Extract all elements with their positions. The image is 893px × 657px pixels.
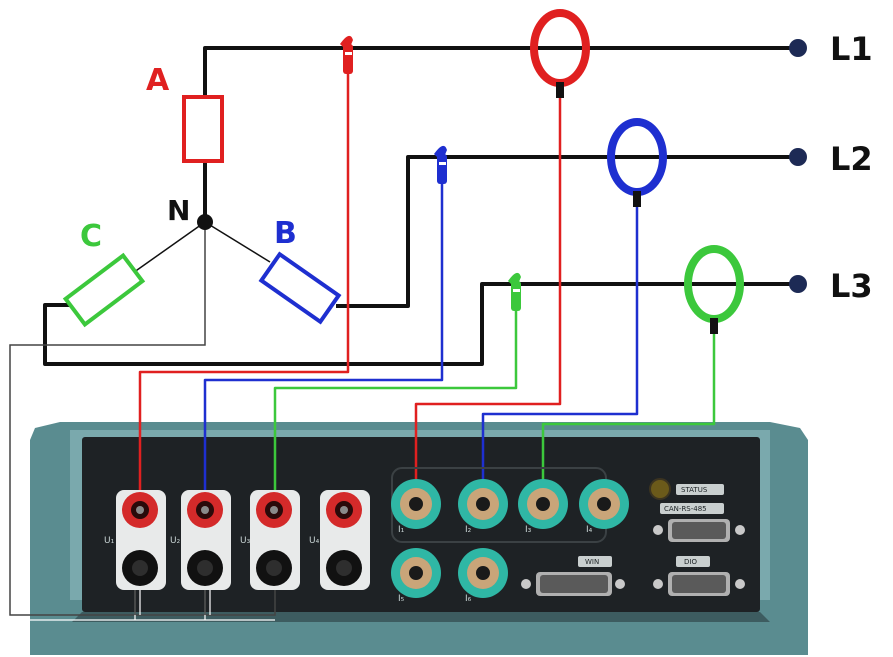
i1-label: I₁: [398, 525, 405, 535]
clip-red: [340, 35, 353, 74]
lead-voltage-green: [273, 311, 518, 508]
neutral-reference-wire: [9, 222, 276, 616]
neutral-node: [197, 214, 213, 230]
win-label: WIN: [585, 558, 599, 566]
clamp-l1-body: [556, 82, 564, 98]
comm-tag: [660, 503, 724, 514]
u4-label: U₄: [309, 536, 320, 546]
clamp-l3-body: [710, 318, 718, 334]
i3-label: I₃: [525, 525, 532, 535]
status-label: STATUS: [681, 486, 708, 494]
voltage-input-u2[interactable]: U₂: [170, 490, 231, 590]
terminal-l2-label: L2: [830, 140, 873, 178]
current-input-group: I₁ I₂ I₃ I₄ I₅: [391, 479, 629, 604]
win-tag: [578, 556, 612, 567]
neutral-label: N: [167, 194, 190, 227]
lead-current-red: [414, 98, 562, 504]
comm-ports: STATUS CAN-RS-485 WIN DIO: [521, 478, 745, 596]
terminal-l2-dot: [789, 148, 807, 166]
terminal-l3-label: L3: [830, 267, 873, 305]
comm-port-connector[interactable]: [653, 519, 745, 542]
i4-label: I₄: [586, 525, 593, 535]
wire-n-c: [129, 221, 206, 276]
clamp-l2-body: [633, 191, 641, 207]
dio-tag: [676, 556, 710, 567]
lead-current-green: [541, 334, 716, 504]
comm-label: CAN-RS-485: [664, 505, 707, 513]
load-a-label: A: [146, 63, 170, 98]
current-input-i3[interactable]: I₃: [518, 479, 568, 535]
current-input-i4[interactable]: I₄: [579, 479, 629, 535]
voltage-input-u3[interactable]: U₃: [240, 490, 300, 590]
star-wiring: [129, 221, 271, 276]
current-clamps: [530, 9, 744, 334]
status-led: [649, 478, 671, 500]
u3-label: U₃: [240, 536, 251, 546]
measurement-leads: [138, 74, 716, 508]
load-b: B: [258, 216, 342, 325]
win-port-connector[interactable]: [521, 572, 625, 596]
i2-label: I₂: [465, 525, 472, 535]
terminal-l1-dot: [789, 39, 807, 57]
lead-current-blue: [481, 207, 639, 504]
lead-voltage-blue: [203, 184, 444, 508]
current-input-i1[interactable]: I₁: [391, 479, 441, 535]
terminal-l1-label: L1: [830, 30, 873, 68]
wire-n-b: [204, 221, 271, 263]
load-a-resistor: [182, 95, 224, 163]
current-input-i6[interactable]: I₆: [458, 548, 508, 604]
clip-green: [508, 272, 521, 311]
u2-label: U₂: [170, 536, 181, 546]
load-c-label: C: [80, 219, 102, 254]
dio-label: DIO: [684, 558, 697, 566]
load-c: C: [62, 219, 146, 328]
voltage-input-u4[interactable]: U₄: [309, 490, 370, 590]
current-input-i5[interactable]: I₅: [391, 548, 441, 604]
wire-l2: [336, 155, 798, 308]
neutral-jumper-dark: [134, 590, 206, 615]
line-terminals: L1 L2 L3: [789, 30, 873, 305]
power-wiring: [43, 46, 798, 366]
voltage-clips: [340, 35, 521, 311]
wire-l1: [203, 46, 798, 97]
load-a: A: [146, 63, 224, 163]
wire-l3: [43, 282, 798, 366]
i6-label: I₆: [465, 594, 472, 604]
status-tag: [676, 484, 724, 495]
load-b-label: B: [274, 216, 297, 251]
i5-label: I₅: [398, 594, 405, 604]
lead-voltage-red: [138, 74, 350, 508]
load-c-resistor: [62, 252, 146, 328]
current-input-i2[interactable]: I₂: [458, 479, 508, 535]
clip-blue: [434, 145, 447, 184]
voltage-input-u1[interactable]: U₁: [104, 490, 166, 590]
dio-port-connector[interactable]: [653, 572, 745, 596]
voltage-input-group: U₁ U₂ U₃ U₄: [104, 490, 370, 590]
terminal-l3-dot: [789, 275, 807, 293]
u1-label: U₁: [104, 536, 115, 546]
load-b-resistor: [258, 251, 342, 325]
